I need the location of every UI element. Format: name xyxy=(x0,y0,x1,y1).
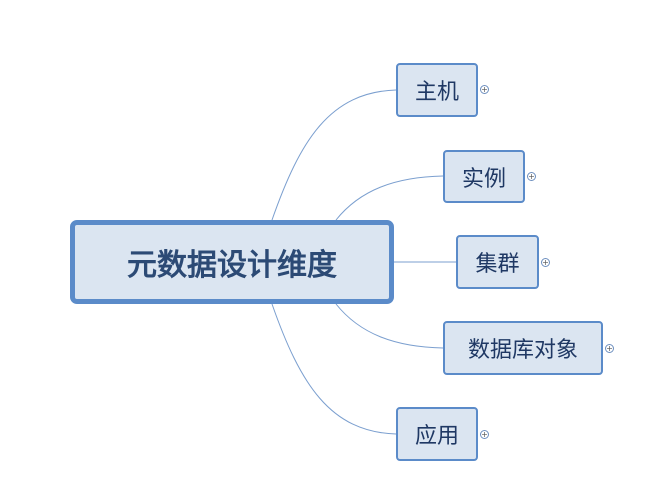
topic-host[interactable]: 主机 xyxy=(396,63,478,117)
connector-app xyxy=(271,303,397,435)
expand-plus-icon[interactable]: + xyxy=(480,85,489,94)
expand-plus-icon[interactable]: + xyxy=(541,258,550,267)
topic-application-label: 应用 xyxy=(414,424,459,449)
topic-instance-label: 实例 xyxy=(461,166,506,192)
topic-host-label: 主机 xyxy=(414,80,459,105)
topic-database-object[interactable]: 数据库对象 xyxy=(443,321,603,375)
topic-application[interactable]: 应用 xyxy=(396,407,478,461)
topic-database-object-label: 数据库对象 xyxy=(467,338,578,363)
topic-instance[interactable]: 实例 xyxy=(443,150,525,203)
connector-host xyxy=(271,89,397,221)
expand-plus-icon[interactable]: + xyxy=(480,430,489,439)
connector-inst xyxy=(335,175,444,221)
root-topic[interactable]: 元数据设计维度 xyxy=(70,220,394,304)
root-topic-label: 元数据设计维度 xyxy=(127,248,337,283)
topic-cluster[interactable]: 集群 xyxy=(456,235,539,289)
topic-cluster-label: 集群 xyxy=(475,252,520,277)
expand-plus-icon[interactable]: + xyxy=(605,344,614,353)
expand-plus-icon[interactable]: + xyxy=(527,172,536,181)
connector-dbobj xyxy=(335,303,444,349)
